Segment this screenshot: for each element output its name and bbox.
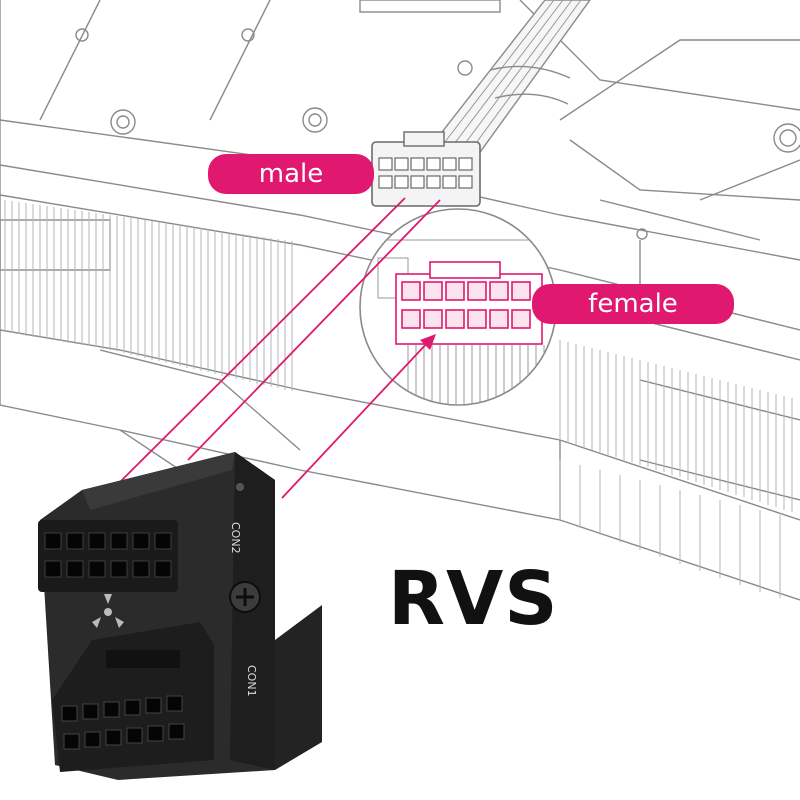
adapter-corner-screw-icon — [236, 483, 244, 491]
adapter-screw-icon — [229, 581, 261, 613]
male-plug — [371, 131, 481, 207]
rvs-adapter: CON2 CON1 — [38, 452, 322, 780]
heatsink-fins-right — [559, 340, 793, 598]
adapter-fan-symbol-icon — [92, 594, 124, 628]
adapter-label-con2: CON2 — [229, 522, 242, 554]
product-name: RVS — [388, 556, 559, 642]
magnifier-detail — [359, 208, 557, 406]
female-connector-label: female — [532, 284, 734, 324]
pointer-lines — [117, 197, 441, 499]
female-label-text: female — [588, 289, 678, 319]
adapter-label-con1: CON1 — [245, 665, 258, 697]
adapter-upper-socket — [38, 520, 178, 592]
male-label-text: male — [258, 159, 324, 189]
male-connector-label: male — [208, 154, 374, 194]
power-cable — [426, 0, 591, 156]
female-socket — [395, 261, 543, 345]
heatsink-fins-left — [4, 200, 293, 391]
pointer-arrowhead — [420, 334, 436, 350]
adapter-lower-plug — [52, 622, 214, 772]
